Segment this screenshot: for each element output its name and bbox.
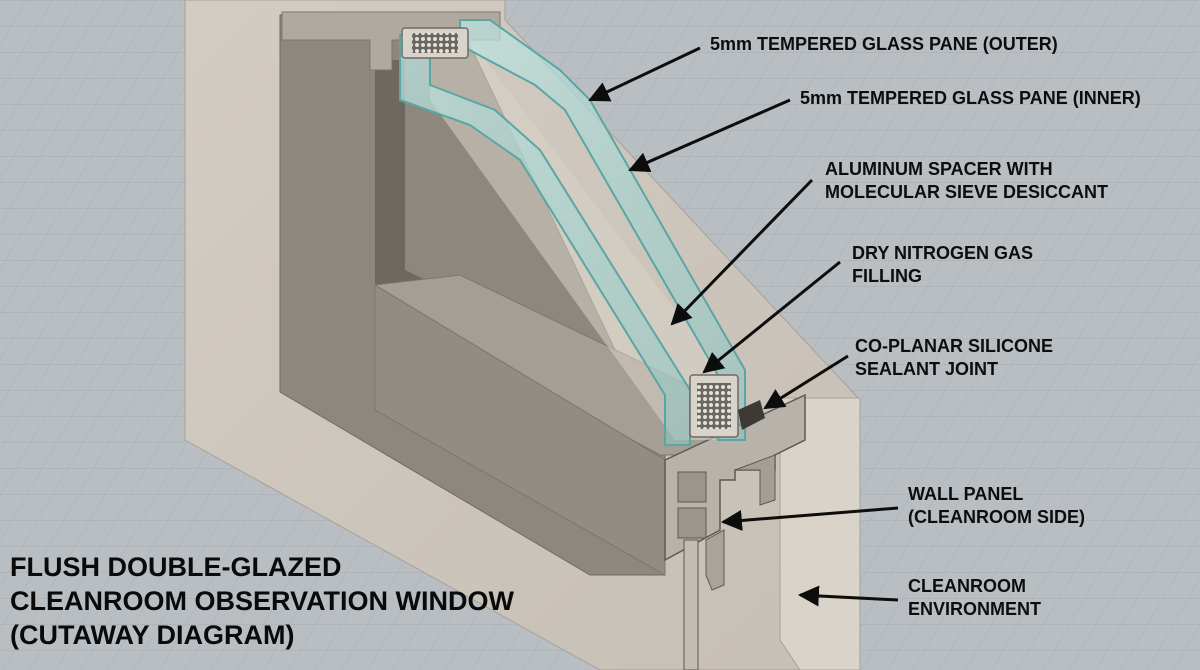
arrow-outer-pane: [588, 46, 701, 102]
callout-spacer-line-2: MOLECULAR SIEVE DESICCANT: [825, 182, 1109, 202]
top-spacer: [401, 27, 469, 59]
callout-sealant: CO-PLANAR SILICONE SEALANT JOINT: [855, 335, 1053, 381]
extrusion-right-leg: [734, 454, 776, 506]
arrow-inner-pane: [628, 98, 791, 173]
callout-wall-panel-line-1: WALL PANEL: [908, 484, 1024, 504]
bottom-spacer: [689, 374, 739, 438]
callout-spacer: ALUMINUM SPACER WITH MOLECULAR SIEVE DES…: [825, 158, 1108, 204]
frame-top-rail: [281, 11, 501, 71]
callout-outer-pane-line: 5mm TEMPERED GLASS PANE (OUTER): [710, 34, 1058, 54]
inner-glass-pane: [399, 34, 691, 446]
callout-wall-panel: WALL PANEL (CLEANROOM SIDE): [908, 483, 1085, 529]
callout-environment-line-2: ENVIRONMENT: [908, 599, 1042, 619]
callout-nitrogen-line-2: FILLING: [852, 266, 922, 286]
arrow-environment: [797, 585, 899, 607]
leader-arrows: [588, 46, 899, 607]
top-spacer-desiccant: [412, 33, 458, 53]
extrusion-clip: [705, 529, 725, 591]
arrow-wall-panel: [720, 506, 899, 531]
extrusion-stem: [683, 539, 699, 670]
bottom-spacer-desiccant: [697, 383, 731, 429]
silicone-sealant-joint: [738, 400, 765, 430]
frame-sill-front: [374, 284, 666, 576]
callout-nitrogen-line-1: DRY NITROGEN GAS: [852, 243, 1034, 263]
callout-inner-pane-line: 5mm TEMPERED GLASS PANE (INNER): [800, 88, 1141, 108]
callout-sealant-line-1: CO-PLANAR SILICONE: [855, 336, 1053, 356]
arrow-sealant: [763, 354, 849, 410]
arrow-nitrogen: [702, 260, 841, 374]
extrusion-hollow-upper: [677, 471, 707, 503]
callout-spacer-line-1: ALUMINUM SPACER WITH: [825, 159, 1053, 179]
callout-environment: CLEANROOM ENVIRONMENT: [908, 575, 1041, 621]
arrow-spacer: [670, 178, 814, 326]
diagram-title-line-1: FLUSH DOUBLE-GLAZED: [10, 552, 342, 582]
callout-inner-pane: 5mm TEMPERED GLASS PANE (INNER): [800, 87, 1141, 110]
callout-wall-panel-line-2: (CLEANROOM SIDE): [908, 507, 1085, 527]
callout-sealant-line-2: SEALANT JOINT: [855, 359, 999, 379]
extrusion-hollow-lower: [677, 507, 707, 539]
diagram-title: FLUSH DOUBLE-GLAZED CLEANROOM OBSERVATIO…: [10, 550, 514, 652]
diagram-title-line-3: (CUTAWAY DIAGRAM): [10, 620, 295, 650]
outer-glass-pane: [459, 19, 746, 441]
callout-nitrogen: DRY NITROGEN GAS FILLING: [852, 242, 1033, 288]
diagram-title-line-2: CLEANROOM OBSERVATION WINDOW: [10, 586, 514, 616]
callout-outer-pane: 5mm TEMPERED GLASS PANE (OUTER): [710, 33, 1058, 56]
aluminum-extrusion-section: [664, 393, 806, 670]
callout-environment-line-1: CLEANROOM: [908, 576, 1026, 596]
